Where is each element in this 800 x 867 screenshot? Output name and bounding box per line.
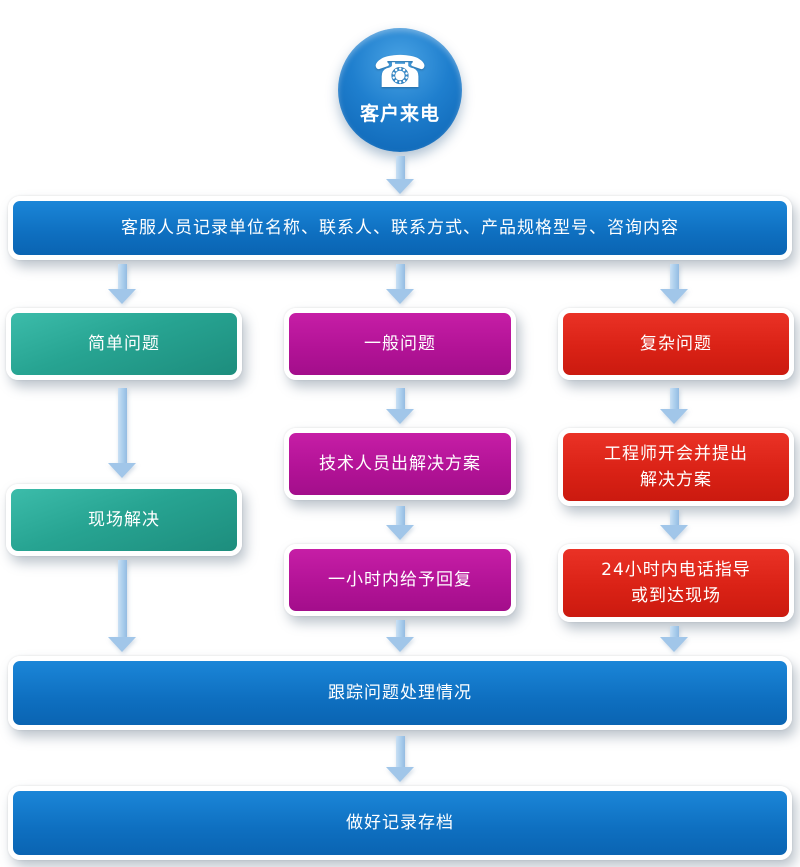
onsite-resolve-box: 现场解决 xyxy=(6,484,242,556)
guide-24h-box: 24小时内电话指导 或到达现场 xyxy=(558,544,794,622)
arrow-tech-to-reply xyxy=(386,506,414,540)
arrow-simple-to-onsite xyxy=(108,388,136,478)
guide-24h-label: 24小时内电话指导 或到达现场 xyxy=(601,559,751,606)
simple-problem-box: 简单问题 xyxy=(6,308,242,380)
engineer-meeting-box: 工程师开会并提出 解决方案 xyxy=(558,428,794,506)
start-label: 客户来电 xyxy=(359,102,440,125)
arrow-head xyxy=(660,637,688,652)
arrow-stem xyxy=(395,736,405,767)
arrow-stem xyxy=(117,388,127,463)
complex-problem-box: 复杂问题 xyxy=(558,308,794,380)
arrow-stem xyxy=(395,264,405,289)
arrow-general-to-tech xyxy=(386,388,414,424)
arrow-stem xyxy=(395,620,405,637)
start-node: ☎ 客户来电 xyxy=(338,28,462,152)
arrow-stem xyxy=(395,156,405,179)
arrow-onsite-to-track xyxy=(108,560,136,652)
arrow-stem xyxy=(669,510,679,525)
archive-box: 做好记录存档 xyxy=(8,786,792,860)
arrow-head xyxy=(660,525,688,540)
arrow-head xyxy=(386,525,414,540)
tech-solution-label: 技术人员出解决方案 xyxy=(319,453,481,474)
phone-icon: ☎ xyxy=(372,46,428,98)
archive-label: 做好记录存档 xyxy=(346,812,454,833)
arrow-meeting-to-guide xyxy=(660,510,688,540)
arrow-guide-to-track xyxy=(660,626,688,652)
arrow-stem xyxy=(669,626,679,637)
arrow-record-to-general xyxy=(386,264,414,304)
record-box: 客服人员记录单位名称、联系人、联系方式、产品规格型号、咨询内容 xyxy=(8,196,792,260)
complex-problem-label: 复杂问题 xyxy=(640,333,712,354)
engineer-meeting-label: 工程师开会并提出 解决方案 xyxy=(604,443,748,490)
simple-problem-label: 简单问题 xyxy=(88,333,160,354)
arrow-head xyxy=(660,289,688,304)
tech-solution-box: 技术人员出解决方案 xyxy=(284,428,516,500)
arrow-head xyxy=(386,409,414,424)
arrow-stem xyxy=(117,560,127,637)
arrow-head xyxy=(386,179,414,194)
arrow-head xyxy=(660,409,688,424)
arrow-head xyxy=(386,637,414,652)
arrow-head xyxy=(386,767,414,782)
arrow-complex-to-meeting xyxy=(660,388,688,424)
arrow-head xyxy=(108,463,136,478)
reply-one-hour-box: 一小时内给予回复 xyxy=(284,544,516,616)
arrow-stem xyxy=(669,388,679,409)
arrow-start-to-record xyxy=(386,156,414,194)
reply-one-hour-label: 一小时内给予回复 xyxy=(328,569,472,590)
general-problem-label: 一般问题 xyxy=(364,333,436,354)
arrow-stem xyxy=(669,264,679,289)
arrow-track-to-archive xyxy=(386,736,414,782)
general-problem-box: 一般问题 xyxy=(284,308,516,380)
arrow-head xyxy=(386,289,414,304)
arrow-stem xyxy=(117,264,127,289)
arrow-stem xyxy=(395,506,405,525)
arrow-head xyxy=(108,289,136,304)
track-label: 跟踪问题处理情况 xyxy=(328,682,472,703)
arrow-record-to-simple xyxy=(108,264,136,304)
onsite-resolve-label: 现场解决 xyxy=(88,509,160,530)
arrow-record-to-complex xyxy=(660,264,688,304)
track-box: 跟踪问题处理情况 xyxy=(8,656,792,730)
arrow-reply-to-track xyxy=(386,620,414,652)
arrow-head xyxy=(108,637,136,652)
arrow-stem xyxy=(395,388,405,409)
record-label: 客服人员记录单位名称、联系人、联系方式、产品规格型号、咨询内容 xyxy=(121,217,679,238)
